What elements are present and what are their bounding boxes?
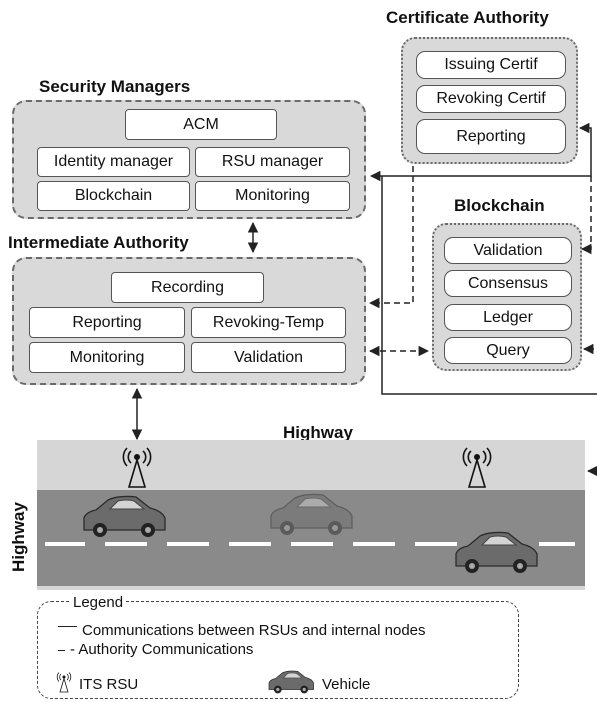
ca-ia-connector bbox=[368, 166, 414, 309]
legend-dash-mark bbox=[58, 650, 65, 651]
car-icon bbox=[270, 493, 353, 536]
rsu-antenna-icon bbox=[56, 672, 72, 693]
lane-marking bbox=[229, 542, 271, 546]
lane-marking bbox=[291, 542, 333, 546]
car-icon bbox=[83, 495, 166, 538]
rsu-manager-node: RSU manager bbox=[195, 147, 350, 177]
lane-marking bbox=[167, 542, 209, 546]
revoking-temp-node: Revoking-Temp bbox=[191, 307, 346, 338]
lane-marking bbox=[539, 542, 575, 546]
ia-validation-node: Validation bbox=[191, 342, 346, 373]
legend-box bbox=[37, 601, 519, 699]
ca-sm-connector bbox=[369, 122, 592, 182]
certificate-authority-title: Certificate Authority bbox=[386, 8, 549, 27]
ia-reporting-node: Reporting bbox=[29, 307, 185, 338]
security-managers-title: Security Managers bbox=[39, 77, 191, 96]
issuing-certif-node: Issuing Certif bbox=[416, 51, 566, 79]
rsu-antenna-icon bbox=[122, 447, 152, 488]
rsu-antenna-icon bbox=[462, 447, 492, 488]
highway-shoulder bbox=[37, 440, 585, 490]
ca-blockchain-connector bbox=[580, 176, 592, 255]
legend-title: Legend bbox=[70, 594, 127, 611]
lane-marking bbox=[105, 542, 147, 546]
consensus-node: Consensus bbox=[444, 270, 572, 297]
lane-marking bbox=[45, 542, 85, 546]
security-managers-group: ACM Identity manager RSU manager Blockch… bbox=[12, 100, 366, 219]
intermediate-authority-group: Recording Reporting Revoking-Temp Monito… bbox=[12, 257, 366, 385]
recording-node: Recording bbox=[111, 272, 264, 303]
legend-dashed-label: - Authority Communications bbox=[70, 641, 254, 658]
identity-manager-node: Identity manager bbox=[37, 147, 190, 177]
car-icon bbox=[268, 670, 314, 694]
sm-blockchain-node: Blockchain bbox=[37, 181, 190, 211]
intermediate-authority-title: Intermediate Authority bbox=[8, 233, 189, 252]
sm-monitoring-node: Monitoring bbox=[195, 181, 350, 211]
bc-validation-node: Validation bbox=[444, 237, 572, 264]
query-node: Query bbox=[444, 337, 572, 364]
legend-rsu-label: ITS RSU bbox=[79, 676, 139, 693]
highway-title: Highway bbox=[283, 423, 353, 442]
legend-vehicle-label: Vehicle bbox=[322, 676, 371, 693]
acm-node: ACM bbox=[125, 109, 277, 140]
highway-shoulder-bottom bbox=[37, 586, 585, 590]
blockchain-title: Blockchain bbox=[454, 196, 545, 215]
legend-solid-line bbox=[58, 626, 77, 627]
lane-marking bbox=[415, 542, 457, 546]
car-icon bbox=[455, 531, 538, 574]
legend-solid-label: Communications between RSUs and internal… bbox=[82, 622, 426, 639]
ledger-node: Ledger bbox=[444, 304, 572, 331]
sm-highway-connector bbox=[381, 176, 597, 395]
lane-marking bbox=[353, 542, 395, 546]
ia-monitoring-node: Monitoring bbox=[29, 342, 185, 373]
blockchain-group: Validation Consensus Ledger Query bbox=[432, 223, 582, 371]
revoking-certif-node: Revoking Certif bbox=[416, 85, 566, 113]
